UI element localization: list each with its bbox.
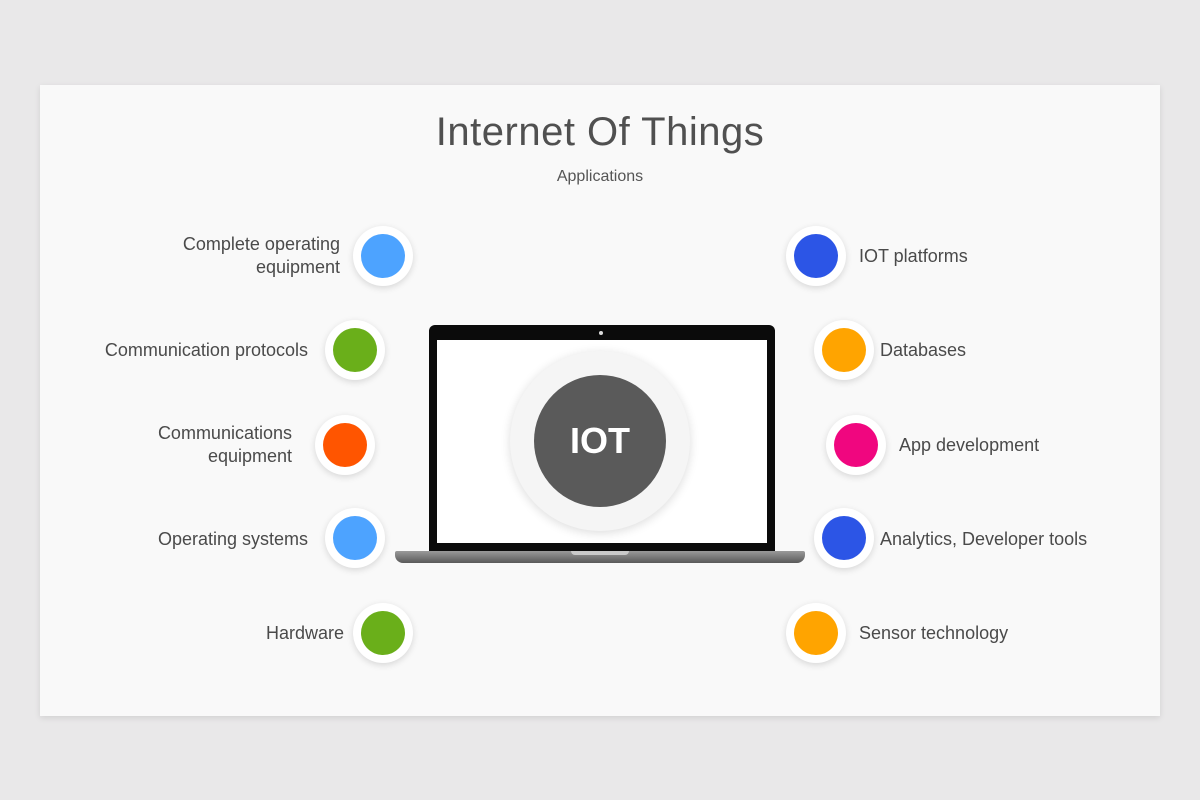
left-label-3-line-2: equipment <box>207 446 292 466</box>
right-dot-2 <box>822 328 866 372</box>
page-subtitle: Applications <box>556 168 644 185</box>
left-node-1 <box>353 226 413 286</box>
camera-icon <box>599 331 603 335</box>
right-node-2 <box>814 320 874 380</box>
left-node-5 <box>353 603 413 663</box>
right-node-5 <box>786 603 846 663</box>
right-node-3 <box>826 415 886 475</box>
right-label-1: IOT platforms <box>859 246 968 266</box>
left-label-5: Hardware <box>200 622 344 645</box>
right-dot-1 <box>794 234 838 278</box>
right-dot-4 <box>822 516 866 560</box>
left-dot-3 <box>323 423 367 467</box>
iot-center-circle: IOT <box>534 375 666 507</box>
left-label-3-line-1: Communications <box>157 423 292 443</box>
right-dot-3 <box>834 423 878 467</box>
left-node-2 <box>325 320 385 380</box>
page-title: Internet Of Things <box>435 110 765 154</box>
right-label-2: Databases <box>880 340 967 360</box>
left-dot-2 <box>333 328 377 372</box>
left-label-2-line-1: Communication protocols <box>104 340 308 360</box>
left-node-4 <box>325 508 385 568</box>
laptop-notch <box>571 551 629 555</box>
left-label-1: Complete operating equipment <box>100 233 340 279</box>
right-node-1 <box>786 226 846 286</box>
left-label-1-line-1: Complete operating <box>182 234 340 254</box>
left-dot-1 <box>361 234 405 278</box>
left-label-1-line-2: equipment <box>255 257 340 277</box>
left-dot-4 <box>333 516 377 560</box>
left-label-4: Operating systems <box>100 528 308 551</box>
left-label-5-line-1: Hardware <box>265 623 344 643</box>
right-node-4 <box>814 508 874 568</box>
left-label-2: Communication protocols <box>40 339 308 362</box>
left-label-4-line-1: Operating systems <box>157 529 308 549</box>
laptop-base <box>395 551 805 563</box>
left-label-3: Communications equipment <box>92 422 292 468</box>
right-label-5: Sensor technology <box>859 623 1009 643</box>
left-node-3 <box>315 415 375 475</box>
right-dot-5 <box>794 611 838 655</box>
right-label-3: App development <box>899 435 1040 455</box>
right-label-4: Analytics, Developer tools <box>880 529 1088 549</box>
left-dot-5 <box>361 611 405 655</box>
